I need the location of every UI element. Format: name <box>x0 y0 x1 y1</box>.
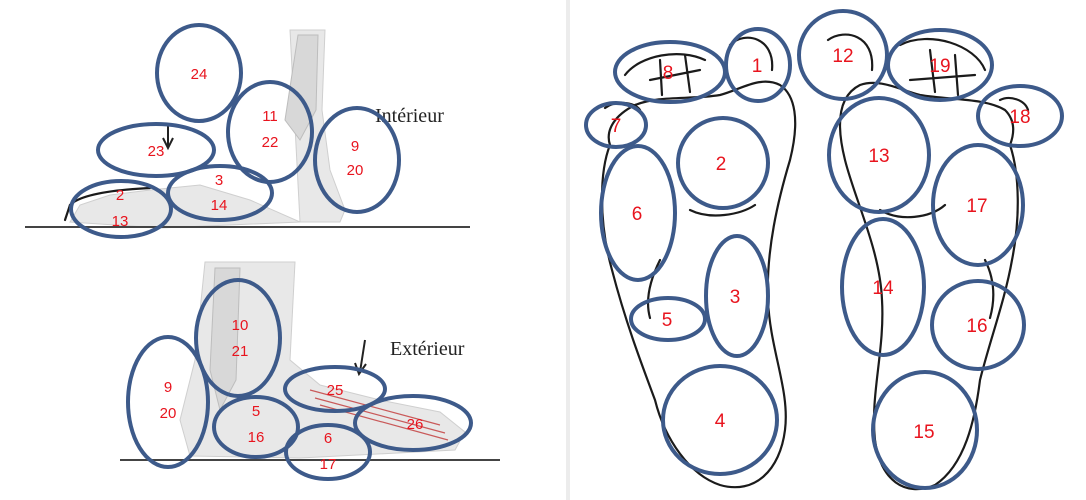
svg-text:9: 9 <box>351 138 359 155</box>
svg-text:4: 4 <box>715 411 726 432</box>
sole-zone-16: 16 <box>932 281 1024 369</box>
svg-text:16: 16 <box>966 316 987 337</box>
svg-text:9: 9 <box>164 379 172 396</box>
svg-text:6: 6 <box>324 430 332 447</box>
sole-zone-5: 5 <box>631 298 705 340</box>
svg-text:14: 14 <box>211 197 228 214</box>
soles-diagram: 1 8 7 2 6 3 5 4 12 19 18 13 <box>570 0 1086 500</box>
svg-text:23: 23 <box>148 143 165 160</box>
svg-text:10: 10 <box>232 317 249 334</box>
side-views-panel: Intérieur 24 11 22 23 9 20 3 14 2 13 Ext… <box>0 0 566 500</box>
svg-text:2: 2 <box>716 154 727 175</box>
svg-text:13: 13 <box>112 213 129 230</box>
svg-text:3: 3 <box>215 172 223 189</box>
svg-text:15: 15 <box>913 422 934 443</box>
sole-zone-18: 18 <box>978 86 1062 146</box>
svg-text:16: 16 <box>248 429 265 446</box>
svg-text:12: 12 <box>832 46 853 67</box>
svg-text:21: 21 <box>232 343 249 360</box>
svg-text:14: 14 <box>872 278 894 299</box>
svg-text:11: 11 <box>262 108 278 125</box>
svg-text:18: 18 <box>1009 107 1030 128</box>
sole-zone-3: 3 <box>706 236 768 356</box>
sole-zone-14: 14 <box>842 219 924 355</box>
svg-text:6: 6 <box>632 204 643 225</box>
svg-text:2: 2 <box>116 187 124 204</box>
svg-text:1: 1 <box>752 56 763 77</box>
svg-text:3: 3 <box>730 287 741 308</box>
svg-text:17: 17 <box>966 196 987 217</box>
sole-zone-7: 7 <box>586 103 646 147</box>
sole-zone-2: 2 <box>678 118 768 208</box>
sole-zone-8: 8 <box>615 42 725 102</box>
svg-text:25: 25 <box>327 382 344 399</box>
medial-foot-illustration <box>65 30 345 228</box>
svg-text:7: 7 <box>611 116 622 137</box>
svg-text:13: 13 <box>868 146 889 167</box>
medial-zone-24: 24 <box>157 25 241 121</box>
soles-panel: 1 8 7 2 6 3 5 4 12 19 18 13 <box>570 0 1086 500</box>
svg-text:24: 24 <box>191 66 208 83</box>
sole-zone-6: 6 <box>601 146 675 280</box>
side-views-diagram: Intérieur 24 11 22 23 9 20 3 14 2 13 Ext… <box>0 0 566 500</box>
svg-text:19: 19 <box>929 56 950 77</box>
svg-text:5: 5 <box>252 403 260 420</box>
svg-text:5: 5 <box>662 310 673 331</box>
lateral-view-label: Extérieur <box>390 338 465 360</box>
sole-zone-15: 15 <box>873 372 977 488</box>
svg-text:17: 17 <box>320 456 337 473</box>
svg-text:22: 22 <box>262 134 279 151</box>
svg-text:8: 8 <box>663 63 674 84</box>
sole-zone-4: 4 <box>663 366 777 474</box>
sole-zone-12: 12 <box>799 11 887 99</box>
sole-zone-17: 17 <box>933 145 1023 265</box>
svg-text:20: 20 <box>160 405 177 422</box>
svg-text:20: 20 <box>347 162 364 179</box>
svg-text:26: 26 <box>407 416 424 433</box>
